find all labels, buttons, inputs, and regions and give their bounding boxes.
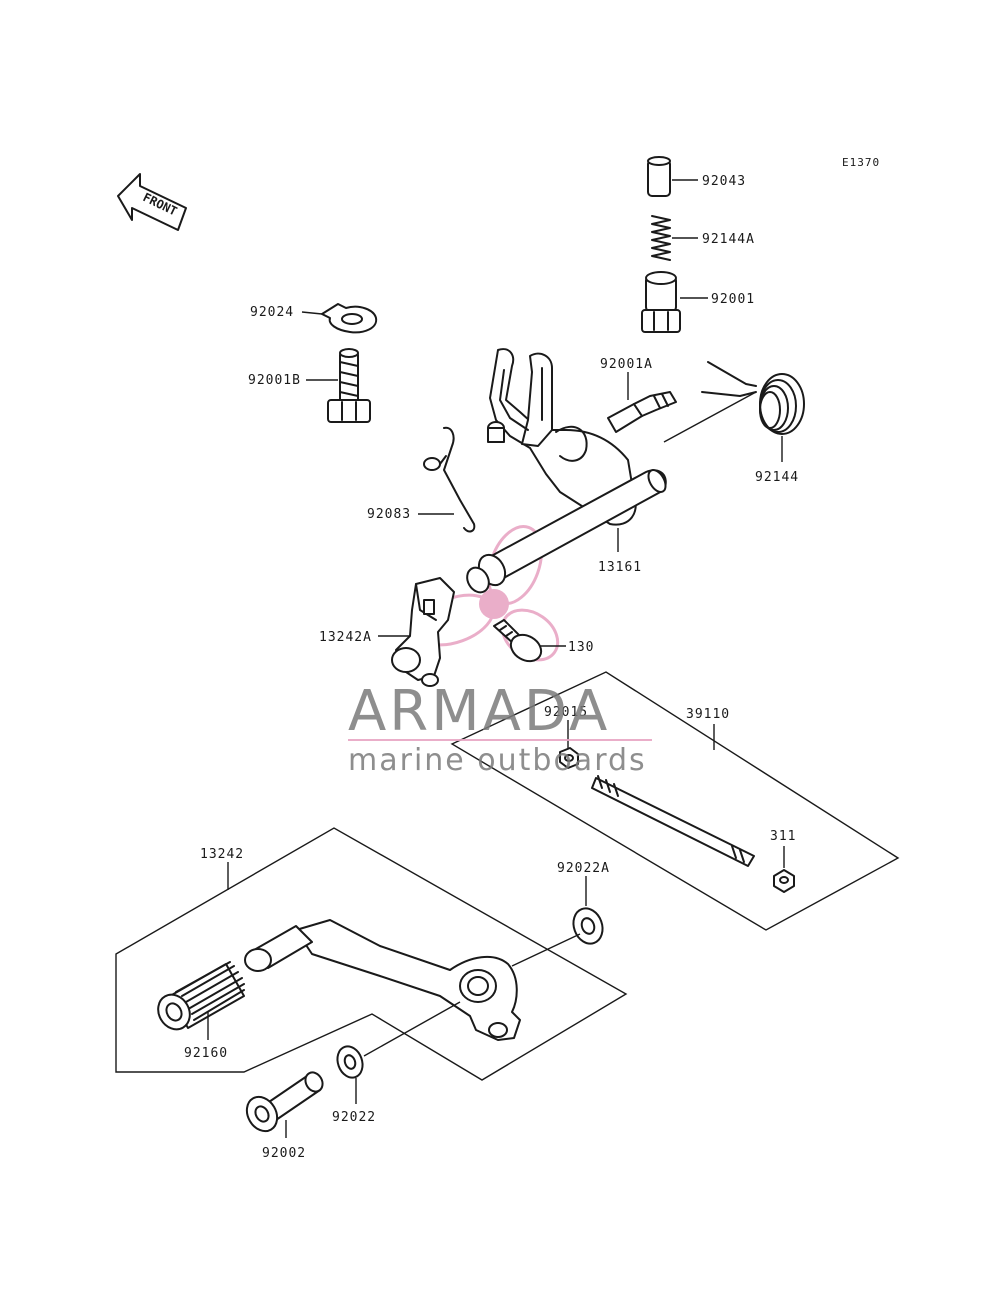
watermark-subtitle: marine outboards — [348, 743, 647, 778]
label-92001a: 92001A — [600, 357, 653, 372]
label-92022: 92022 — [332, 1110, 376, 1125]
label-311: 311 — [770, 829, 796, 844]
label-92024: 92024 — [250, 305, 294, 320]
part-92001b-bolt — [327, 348, 371, 423]
watermark-title: ARMADA — [348, 679, 610, 744]
label-130: 130 — [568, 640, 594, 655]
part-92144-spring — [701, 361, 805, 435]
label-92022a: 92022A — [557, 861, 610, 876]
part-92022a-washer — [572, 907, 604, 945]
label-13242: 13242 — [200, 847, 244, 862]
label-92001: 92001 — [711, 292, 755, 307]
part-13242-pedal — [244, 919, 521, 1041]
label-13242a: 13242A — [319, 630, 372, 645]
part-92002-bolt — [245, 1071, 324, 1133]
part-92043-pin — [647, 156, 671, 197]
part-92144a-spring — [651, 215, 671, 261]
label-92083: 92083 — [367, 507, 411, 522]
part-13242a-lever — [391, 577, 455, 687]
part-92022-washer — [336, 1045, 364, 1079]
label-92001b: 92001B — [248, 373, 301, 388]
label-92015: 92015 — [544, 705, 588, 720]
diagram-code: E1370 — [842, 156, 880, 169]
watermark: ARMADA marine outboards — [348, 679, 652, 778]
part-13161-shaft — [466, 348, 667, 594]
label-92160: 92160 — [184, 1046, 228, 1061]
part-92083-spring — [423, 426, 476, 533]
rod-assembly-box — [450, 671, 900, 931]
front-arrow-icon: FRONT — [117, 173, 187, 231]
label-92043: 92043 — [702, 174, 746, 189]
label-92144a: 92144A — [702, 232, 755, 247]
part-39110-rod — [591, 775, 755, 867]
part-92015-nut — [559, 747, 579, 769]
part-92001-plug — [641, 271, 681, 333]
label-92144: 92144 — [755, 470, 799, 485]
label-13161: 13161 — [598, 560, 642, 575]
part-92001a-bolt — [607, 391, 677, 433]
part-92024-washer — [321, 303, 378, 334]
label-39110: 39110 — [686, 707, 730, 722]
pedal-assembly-box — [115, 827, 628, 1081]
label-92002: 92002 — [262, 1146, 306, 1161]
part-92160-rubber — [157, 961, 245, 1031]
part-130-bolt — [493, 619, 543, 663]
part-311-nut — [773, 869, 795, 893]
